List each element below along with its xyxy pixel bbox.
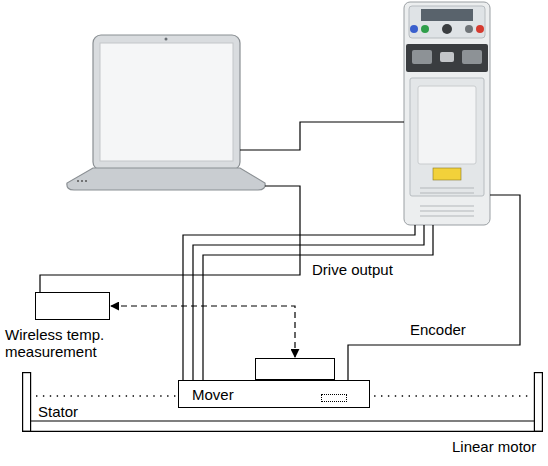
node-text: Stator xyxy=(38,403,78,420)
mover-box: Mover xyxy=(178,380,370,408)
signal-label: Encoder xyxy=(410,321,466,338)
wireless-unit: Wireless temp. measurement xyxy=(35,292,110,320)
node-text: Wireless temp. measurement xyxy=(5,326,137,361)
drive-illustration xyxy=(404,2,490,225)
node-text: Mover xyxy=(192,386,234,403)
wireless-link xyxy=(111,306,295,357)
part-name: Linear motor xyxy=(452,438,536,455)
temp-sensor xyxy=(255,358,335,380)
wires xyxy=(40,122,520,394)
signal-label: Drive output xyxy=(312,261,393,278)
encoder-head xyxy=(321,394,347,402)
laptop-illustration xyxy=(67,35,265,190)
